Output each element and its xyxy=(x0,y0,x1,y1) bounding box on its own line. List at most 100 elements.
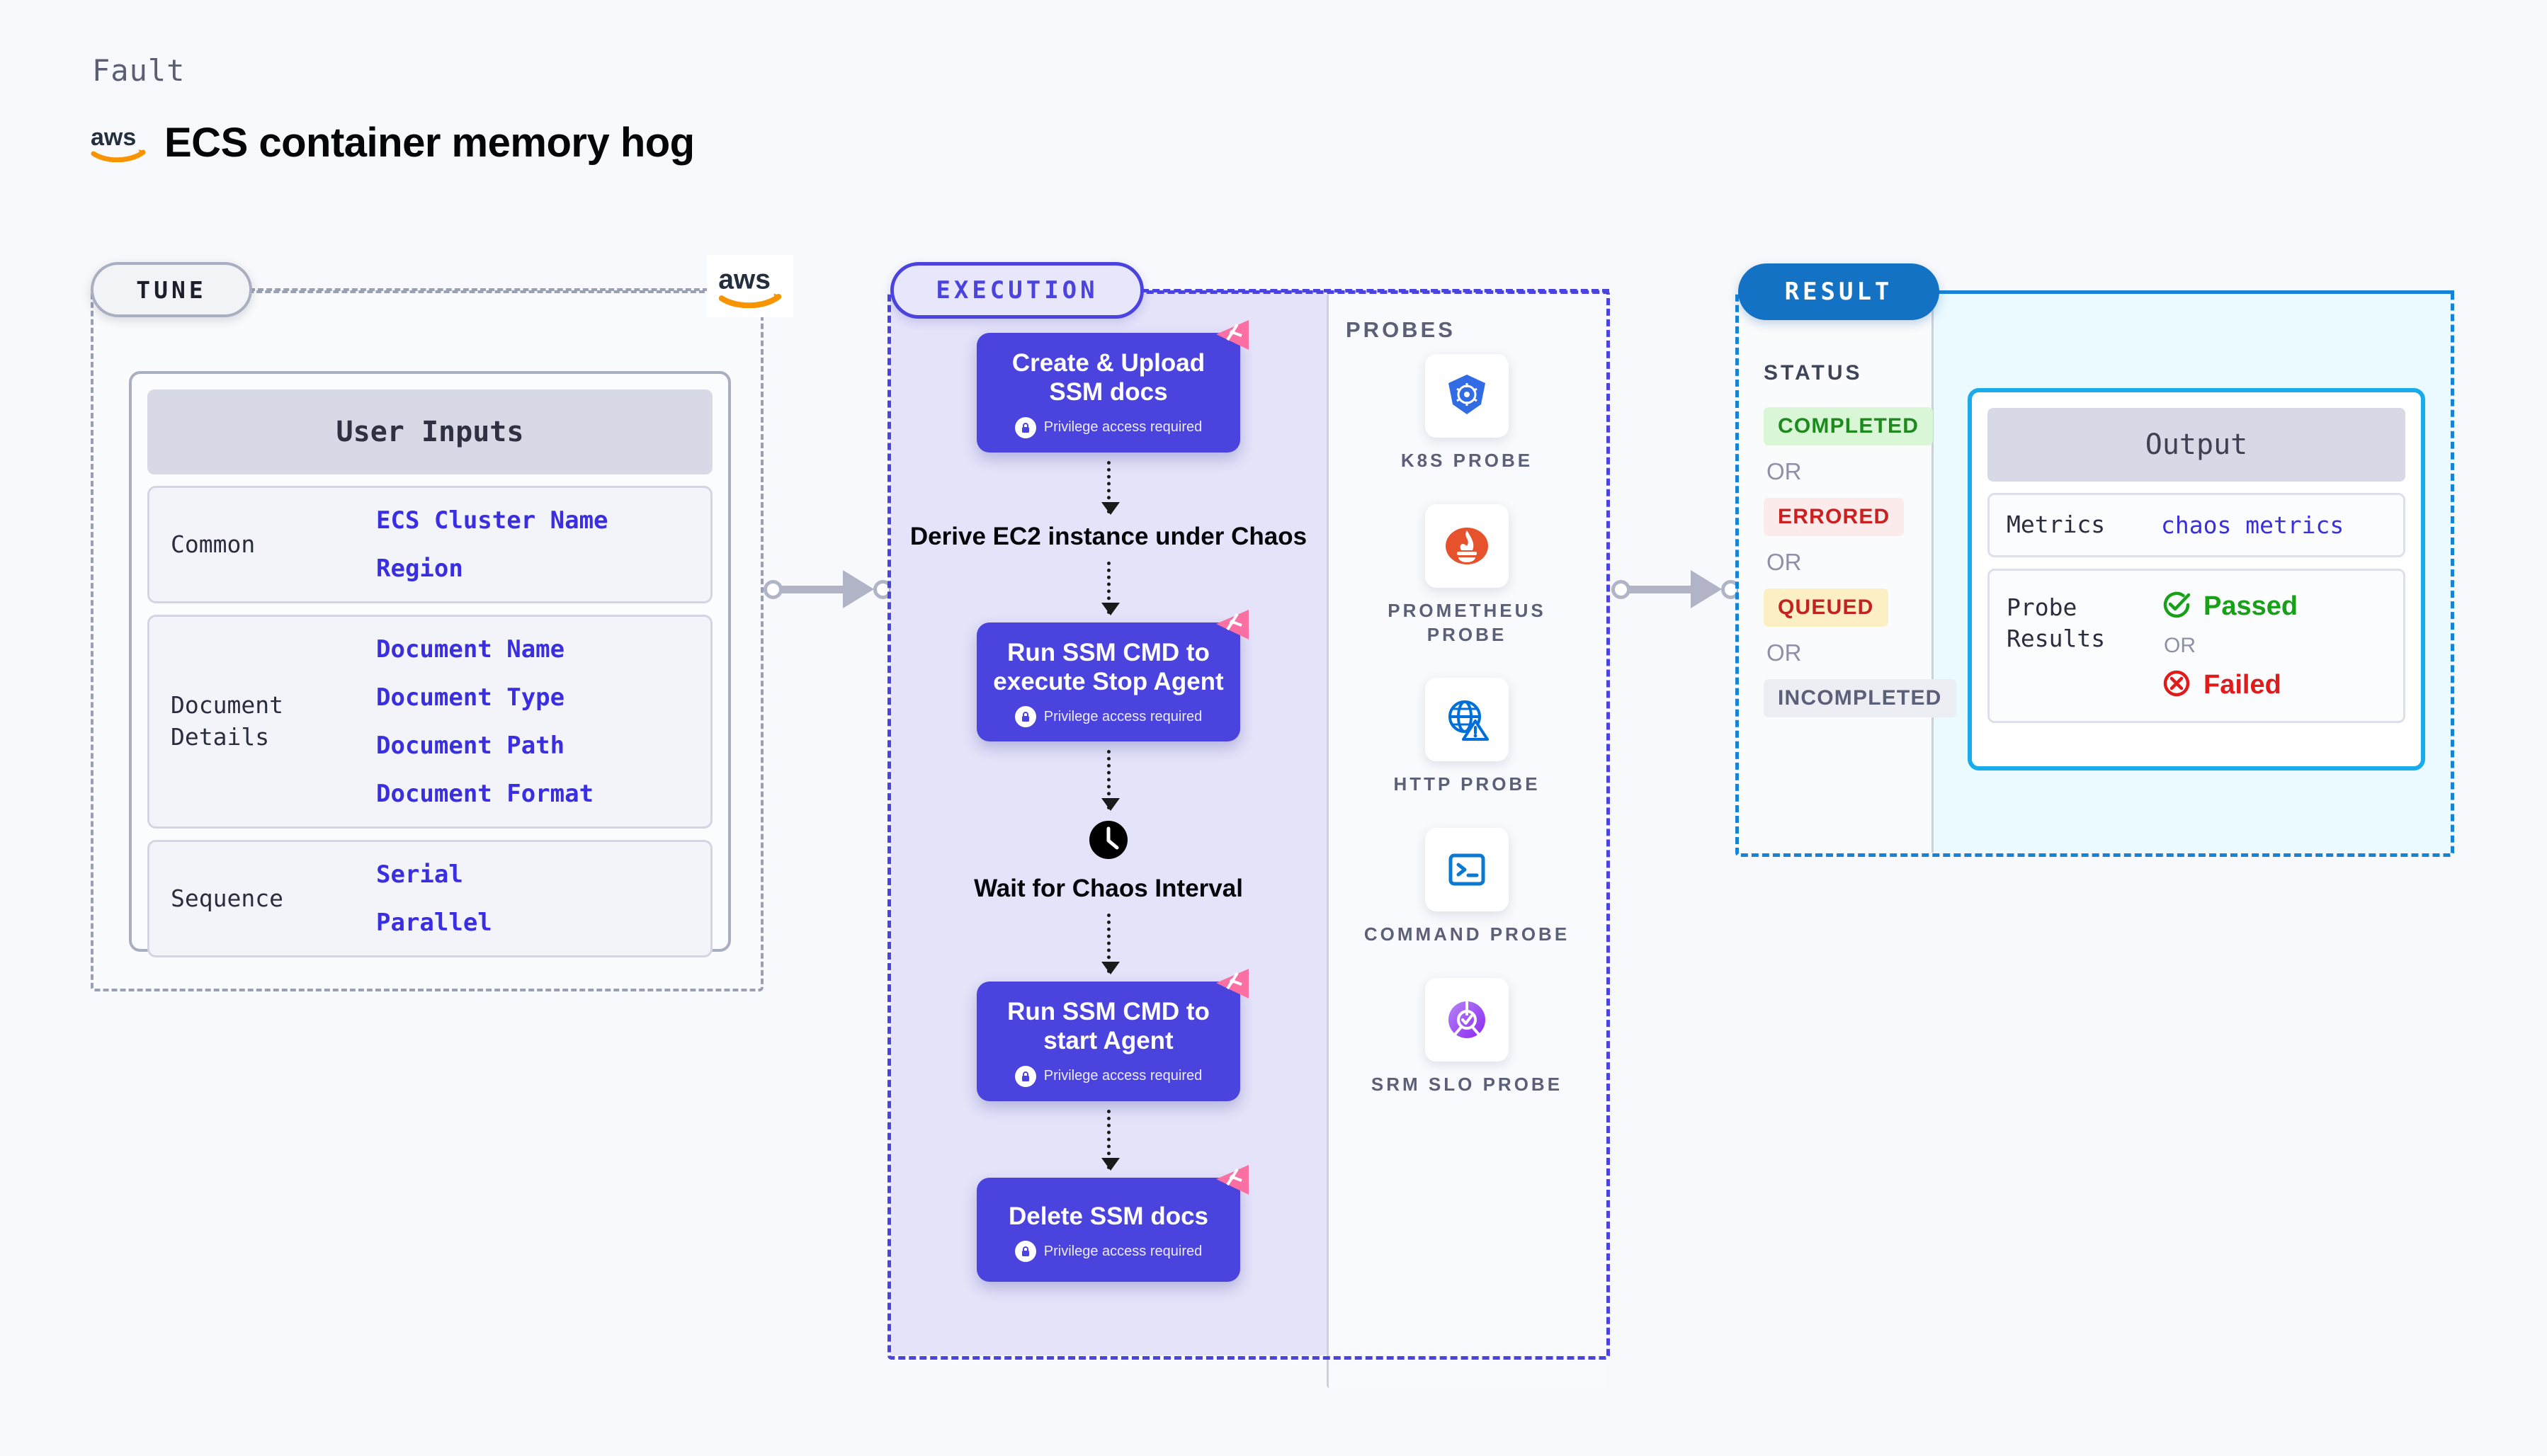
tune-group-sequence: Sequence Serial Parallel xyxy=(147,840,713,957)
result-badge[interactable]: RESULT xyxy=(1738,263,1939,320)
tune-value[interactable]: Document Format xyxy=(376,780,594,808)
probe-label: COMMAND PROBE xyxy=(1363,923,1570,945)
tune-group-label: Sequence xyxy=(171,884,283,912)
pink-flag-icon xyxy=(1213,1164,1253,1204)
privilege-text: Privilege access required xyxy=(1043,1068,1203,1084)
tune-value[interactable]: Document Name xyxy=(376,635,565,664)
tune-value[interactable]: Parallel xyxy=(376,909,492,937)
pink-flag-icon xyxy=(1213,967,1253,1008)
page-title: aws ECS container memory hog xyxy=(91,119,695,166)
output-metrics-value[interactable]: chaos metrics xyxy=(2161,511,2344,539)
user-inputs-title: User Inputs xyxy=(147,389,713,474)
flow-node-derive-ec2-instance: Derive EC2 instance under Chaos xyxy=(909,522,1307,550)
tune-group-label: Document Details xyxy=(171,691,283,751)
tune-value[interactable]: Document Path xyxy=(376,732,565,760)
output-probe-results-row: Probe Results Passed OR xyxy=(1987,568,2405,723)
flow-node-privilege-note: Privilege access required xyxy=(989,1241,1227,1263)
x-circle-icon xyxy=(2161,668,2192,703)
privilege-text: Privilege access required xyxy=(1043,419,1203,436)
status-list: COMPLETED OR ERRORED OR QUEUED OR INCOMP… xyxy=(1764,407,1956,717)
flow-node-title: Run SSM CMD to start Agent xyxy=(1007,998,1210,1055)
globe-warning-icon xyxy=(1425,678,1509,762)
status-badge-incompleted: INCOMPLETED xyxy=(1764,679,1956,717)
or-label: OR xyxy=(2164,633,2196,657)
svg-text:aws: aws xyxy=(718,264,771,295)
tune-group-label: Common xyxy=(171,530,256,558)
flow-node-run-ssm-stop-agent[interactable]: Run SSM CMD to execute Stop Agent Privil… xyxy=(977,609,1249,742)
failed-label: Failed xyxy=(2203,669,2281,700)
pink-flag-icon xyxy=(1213,608,1253,649)
lock-icon xyxy=(1014,1065,1036,1087)
probe-label: SRM SLO PROBE xyxy=(1371,1073,1563,1095)
flow-node-run-ssm-start-agent[interactable]: Run SSM CMD to start Agent Privilege acc… xyxy=(977,969,1249,1101)
flow-node-privilege-note: Privilege access required xyxy=(989,706,1227,728)
svg-text:aws: aws xyxy=(91,124,136,151)
user-inputs-card: User Inputs Common ECS Cluster Name Regi… xyxy=(129,371,731,957)
result-top-divider xyxy=(1937,290,2454,294)
flow-node-privilege-note: Privilege access required xyxy=(989,416,1227,438)
aws-logo-icon: aws xyxy=(91,124,146,162)
flow-connector xyxy=(1101,561,1120,615)
tune-badge[interactable]: TUNE xyxy=(91,262,252,317)
output-probe-results-label: Probe Results xyxy=(2007,593,2106,653)
flow-node-title: Delete SSM docs xyxy=(1008,1202,1209,1230)
connector-tune-to-execution xyxy=(764,570,892,608)
tune-top-divider xyxy=(249,288,708,291)
passed-label: Passed xyxy=(2203,591,2298,621)
tune-panel: User Inputs Common ECS Cluster Name Regi… xyxy=(91,290,764,991)
tune-value[interactable]: Document Type xyxy=(376,683,565,712)
output-title: Output xyxy=(1987,408,2405,482)
flow-connector xyxy=(1101,750,1120,812)
terminal-icon xyxy=(1425,828,1509,912)
output-card: Output Metrics chaos metrics Probe Resul… xyxy=(1968,388,2425,770)
tune-value[interactable]: ECS Cluster Name xyxy=(376,506,608,535)
execution-flow: Create & Upload SSM docs Privilege acces… xyxy=(890,320,1327,1282)
flow-node-delete-ssm-docs[interactable]: Delete SSM docs Privilege access require… xyxy=(977,1164,1249,1282)
status-tint xyxy=(1738,293,1934,853)
flow-node-privilege-note: Privilege access required xyxy=(989,1065,1227,1087)
probe-item-command[interactable]: COMMAND PROBE xyxy=(1361,828,1573,947)
status-title: STATUS xyxy=(1764,361,1863,385)
or-label: OR xyxy=(1766,639,1802,666)
output-metrics-row: Metrics chaos metrics xyxy=(1987,493,2405,557)
pink-flag-icon xyxy=(1213,319,1253,359)
flow-node-create-upload-ssm-docs[interactable]: Create & Upload SSM docs Privilege acces… xyxy=(977,320,1249,453)
lock-icon xyxy=(1014,1241,1036,1263)
check-circle-icon xyxy=(2161,589,2192,624)
status-badge-queued: QUEUED xyxy=(1764,588,1888,627)
status-badge-errored: ERRORED xyxy=(1764,498,1905,536)
clock-icon xyxy=(1088,819,1129,864)
flow-connector xyxy=(1101,460,1120,515)
kubernetes-icon xyxy=(1425,354,1509,438)
status-badge-completed: COMPLETED xyxy=(1764,407,1934,445)
tune-value[interactable]: Region xyxy=(376,554,463,583)
tune-value[interactable]: Serial xyxy=(376,860,463,889)
probes-title: PROBES xyxy=(1346,317,1456,342)
probe-item-http[interactable]: HTTP PROBE xyxy=(1361,678,1573,797)
execution-badge[interactable]: EXECUTION xyxy=(890,262,1144,319)
flow-connector xyxy=(1101,1109,1120,1171)
or-label: OR xyxy=(1766,549,1802,575)
flow-node-wait-for-chaos-interval: Wait for Chaos Interval xyxy=(974,819,1243,904)
probe-label: K8S PROBE xyxy=(1400,450,1533,471)
probe-result-passed: Passed xyxy=(2161,589,2298,624)
fault-eyebrow: Fault xyxy=(92,53,186,88)
probes-list: K8S PROBE PROMETHEUS PROBE xyxy=(1327,354,1607,1097)
flow-node-title: Run SSM CMD to execute Stop Agent xyxy=(993,638,1224,695)
privilege-text: Privilege access required xyxy=(1043,1243,1203,1259)
flow-node-title: Wait for Chaos Interval xyxy=(974,875,1243,903)
or-label: OR xyxy=(1766,458,1802,484)
probe-item-k8s[interactable]: K8S PROBE xyxy=(1361,354,1573,473)
output-metrics-label: Metrics xyxy=(2007,511,2106,538)
probe-item-prometheus[interactable]: PROMETHEUS PROBE xyxy=(1361,504,1573,647)
probe-item-srm-slo[interactable]: SRM SLO PROBE xyxy=(1361,977,1573,1097)
flow-node-title: Create & Upload SSM docs xyxy=(1011,349,1206,406)
lock-icon xyxy=(1014,706,1036,728)
execution-top-divider xyxy=(1142,289,1609,292)
slo-donut-icon xyxy=(1425,977,1509,1062)
tune-group-common: Common ECS Cluster Name Region xyxy=(147,486,713,603)
lock-icon xyxy=(1014,416,1036,438)
page-title-text: ECS container memory hog xyxy=(164,120,695,166)
tune-group-document-details: Document Details Document Name Document … xyxy=(147,615,713,829)
